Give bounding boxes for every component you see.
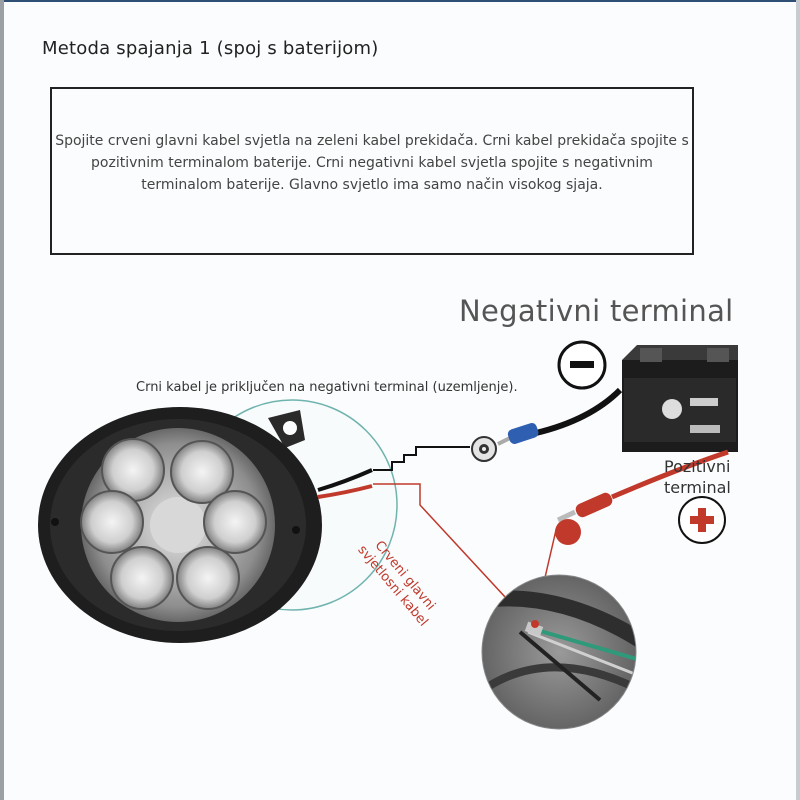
description-text: Spojite crveni glavni kabel svjetla na z… bbox=[55, 133, 689, 193]
positive-lug bbox=[556, 509, 577, 523]
minus-sign-icon bbox=[557, 340, 607, 390]
right-edge bbox=[796, 0, 800, 800]
black-cable-path bbox=[373, 446, 470, 471]
red-wire-from-light bbox=[317, 484, 373, 499]
red-guide-line bbox=[373, 483, 531, 625]
ring-terminal-icon bbox=[471, 436, 497, 462]
battery-positive-cable bbox=[611, 449, 729, 500]
battery-icon bbox=[622, 345, 738, 452]
wire-splice-icon bbox=[481, 574, 637, 730]
negative-lug bbox=[497, 436, 511, 446]
left-edge bbox=[0, 0, 4, 800]
black-wire-from-light bbox=[317, 468, 373, 492]
led-headlight-icon bbox=[38, 407, 322, 643]
positive-terminal-label: Pozitivni terminal bbox=[664, 457, 731, 497]
negative-terminal-heading: Negativni terminal bbox=[459, 294, 734, 328]
description-box: Spojite crveni glavni kabel svjetla na z… bbox=[50, 87, 694, 255]
top-edge bbox=[0, 0, 800, 2]
junction-dot bbox=[555, 519, 581, 545]
plus-sign-icon bbox=[678, 496, 726, 544]
positive-connector-red bbox=[575, 492, 613, 518]
black-cable-label: Crni kabel je priključen na negativni te… bbox=[136, 380, 518, 395]
battery-negative-cable bbox=[535, 387, 623, 436]
negative-connector-blue bbox=[507, 423, 539, 444]
page-title: Metoda spajanja 1 (spoj s baterijom) bbox=[42, 38, 379, 59]
